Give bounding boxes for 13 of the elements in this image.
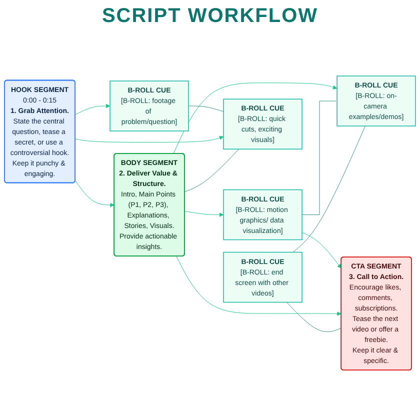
connector <box>188 106 224 112</box>
arrow <box>302 232 342 268</box>
arrow <box>184 210 224 217</box>
connector <box>286 302 342 332</box>
connector <box>292 126 366 252</box>
connector <box>184 148 240 192</box>
arrow <box>176 256 342 316</box>
arrow <box>75 136 224 142</box>
arrow <box>75 104 110 115</box>
title: SCRIPT WORKFLOW <box>102 5 318 27</box>
connector <box>302 100 336 215</box>
arrow <box>75 180 114 208</box>
arrow <box>173 82 338 154</box>
